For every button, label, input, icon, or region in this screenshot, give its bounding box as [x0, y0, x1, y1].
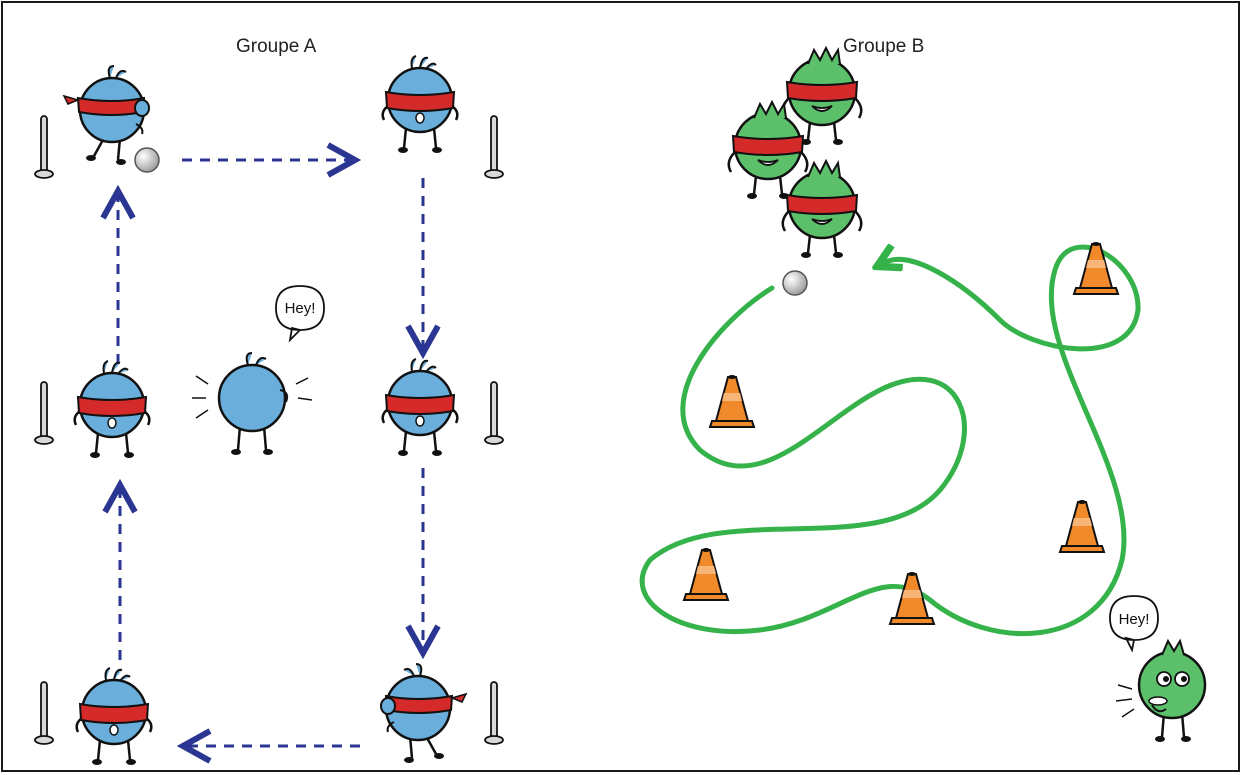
ball-icon	[782, 270, 808, 296]
traffic-cone-icon	[1073, 241, 1119, 295]
speech-text-b: Hey!	[1119, 611, 1150, 628]
post-icon	[484, 681, 504, 745]
group-b-label: Groupe B	[843, 36, 925, 57]
blindfolded-blue-player-icon	[62, 64, 151, 167]
group-a-arrow-path	[118, 160, 423, 746]
ball-icon	[134, 147, 160, 173]
blue-caller-icon	[192, 352, 313, 455]
post-icon	[484, 115, 504, 179]
blindfolded-blue-player-icon	[75, 666, 153, 767]
group-a-area: Hey!	[34, 54, 504, 767]
group-b-area: Hey!	[639, 46, 1207, 742]
speech-bubble: Hey!	[1109, 595, 1159, 653]
speech-bubble: Hey!	[275, 285, 325, 343]
post-icon	[34, 681, 54, 745]
traffic-cone-icon	[683, 547, 729, 601]
speech-text-a: Hey!	[285, 300, 316, 317]
post-icon	[34, 381, 54, 445]
traffic-cone-icon	[1059, 499, 1105, 553]
blindfolded-green-player-icon	[781, 159, 863, 260]
blindfolded-blue-player-icon	[381, 54, 459, 155]
post-icon	[34, 115, 54, 179]
traffic-cone-icon	[709, 374, 755, 428]
blindfolded-blue-player-icon	[379, 662, 468, 765]
post-icon	[484, 381, 504, 445]
blindfolded-blue-player-icon	[381, 357, 459, 458]
group-a-label: Groupe A	[236, 36, 317, 57]
green-caller-icon	[1115, 638, 1207, 742]
group-b-green-path	[639, 247, 1141, 637]
blindfolded-blue-player-icon	[73, 359, 151, 460]
